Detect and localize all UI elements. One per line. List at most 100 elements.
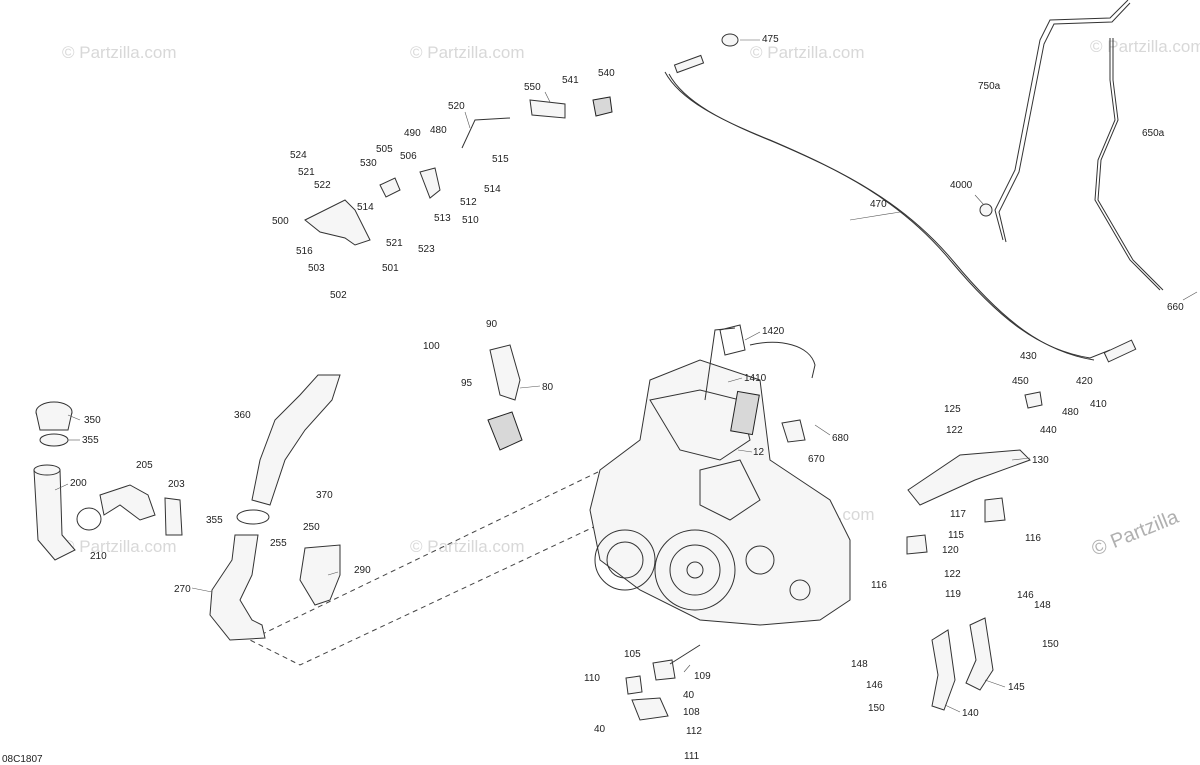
- callout: 1420: [762, 326, 785, 337]
- callout: 355: [82, 435, 99, 446]
- callout: 680: [832, 433, 849, 444]
- callout: 4000: [950, 180, 973, 191]
- callout: 250: [303, 522, 320, 533]
- callout: 100: [423, 341, 440, 352]
- callout: 203: [168, 479, 185, 490]
- callout: 146: [866, 680, 883, 691]
- callout: 148: [851, 659, 868, 670]
- cables: [664, 0, 1164, 379]
- callout: 550: [524, 82, 541, 93]
- callout: 521: [386, 238, 403, 249]
- callout: 440: [1040, 425, 1057, 436]
- diagram-code: 08C1807: [2, 754, 43, 765]
- callout: 145: [1008, 682, 1025, 693]
- callout: 12: [753, 447, 765, 458]
- callout: 95: [461, 378, 473, 389]
- callout: 410: [1090, 399, 1107, 410]
- callout: 109: [694, 671, 711, 682]
- callout: 40: [594, 724, 606, 735]
- callout: 110: [584, 673, 600, 684]
- callout: 505: [376, 144, 393, 155]
- callout: 480: [1062, 407, 1079, 418]
- callout: 360: [234, 410, 251, 421]
- callout: 40: [683, 690, 695, 701]
- callout: 130: [1032, 455, 1049, 466]
- callout: 200: [70, 478, 87, 489]
- callout: 523: [418, 244, 435, 255]
- callout: 540: [598, 68, 615, 79]
- callout: 503: [308, 263, 325, 274]
- watermark: © Partzilla.com: [62, 537, 177, 556]
- intake-ducts: [33, 374, 341, 641]
- watermark: © Partzilla.com: [410, 537, 525, 556]
- callout: 1410: [744, 373, 767, 384]
- callouts: 475 550 541 540 520 524 521 522 530 505 …: [70, 34, 1184, 762]
- leader-lines: [54, 39, 1198, 713]
- callout: 490: [404, 128, 421, 139]
- callout: 502: [330, 290, 347, 301]
- callout: 516: [296, 246, 313, 257]
- callout: 420: [1076, 376, 1093, 387]
- callout: 510: [462, 215, 479, 226]
- callout: 530: [360, 158, 377, 169]
- callout: 290: [354, 565, 371, 576]
- watermark: © Partzilla.com: [750, 43, 865, 62]
- callout: 210: [90, 551, 107, 562]
- callout: 750a: [978, 81, 1001, 92]
- callout: 90: [486, 319, 498, 330]
- callout: 270: [174, 584, 191, 595]
- callout: 514: [357, 202, 374, 213]
- callout: 148: [1034, 600, 1051, 611]
- callout: 370: [316, 490, 333, 501]
- callout: 115: [948, 530, 964, 541]
- callout: 150: [1042, 639, 1059, 650]
- callout: 430: [1020, 351, 1037, 362]
- callout: 150: [868, 703, 885, 714]
- callout: 122: [946, 425, 963, 436]
- callout: 650a: [1142, 128, 1165, 139]
- callout: 475: [762, 34, 779, 45]
- callout: 541: [562, 75, 579, 86]
- callout: 112: [686, 726, 702, 737]
- callout: 120: [942, 545, 959, 556]
- watermark: © Partzilla.com: [1090, 37, 1200, 56]
- callout: 122: [944, 569, 961, 580]
- assembly-guide-line: [248, 471, 599, 666]
- callout: 522: [314, 180, 331, 191]
- callout: 111: [684, 751, 700, 762]
- callout: 500: [272, 216, 289, 227]
- callout: 501: [382, 263, 399, 274]
- callout: 350: [84, 415, 101, 426]
- callout: 470: [870, 199, 887, 210]
- callout: 255: [270, 538, 287, 549]
- callout: 117: [950, 509, 966, 520]
- watermark: © Partzilla.com: [410, 43, 525, 62]
- callout: 108: [683, 707, 700, 718]
- callout: 480: [430, 125, 447, 136]
- engine-assembly: [589, 324, 851, 626]
- callout: 506: [400, 151, 417, 162]
- callout: 355: [206, 515, 223, 526]
- callout: 140: [962, 708, 979, 719]
- callout: 105: [624, 649, 641, 660]
- callout: 514: [484, 184, 501, 195]
- callout: 670: [808, 454, 825, 465]
- watermark-large: © Partzilla: [1089, 506, 1183, 561]
- callout: 520: [448, 101, 465, 112]
- callout: 80: [542, 382, 554, 393]
- callout: 521: [298, 167, 315, 178]
- callout: 524: [290, 150, 307, 161]
- callout: 119: [945, 589, 961, 600]
- watermark: © Partzilla.com: [62, 43, 177, 62]
- callout: 205: [136, 460, 153, 471]
- callout: 515: [492, 154, 509, 165]
- callout: 513: [434, 213, 451, 224]
- callout: 125: [944, 404, 961, 415]
- callout: 116: [871, 580, 887, 591]
- callout: 512: [460, 197, 477, 208]
- callout: 660: [1167, 302, 1184, 313]
- callout: 146: [1017, 590, 1034, 601]
- callout: 116: [1025, 533, 1041, 544]
- pedal-parts: [304, 33, 1043, 721]
